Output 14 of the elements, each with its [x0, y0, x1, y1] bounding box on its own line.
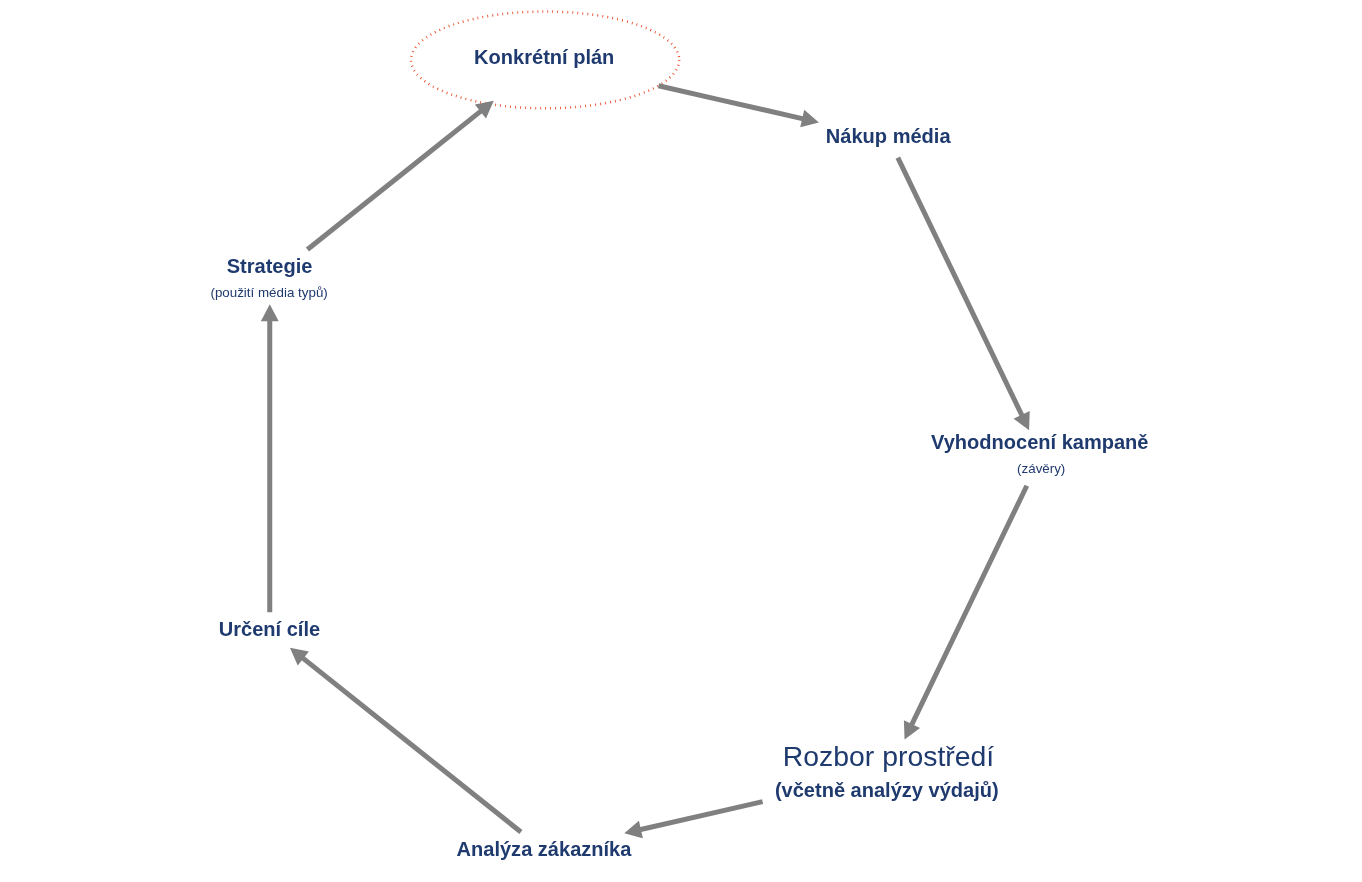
arrow [305, 100, 494, 252]
arrow [895, 156, 1030, 431]
arrow [260, 304, 279, 613]
node-text: Vyhodnocení kampaně (závěry) [931, 431, 1149, 476]
node-text: Nákup média [825, 124, 951, 147]
node-ellipse: Konkrétní plán [409, 10, 681, 110]
arrow [289, 647, 523, 834]
node-text: Strategie (použití média typů) [210, 254, 328, 300]
node-text: Určení cíle [218, 618, 321, 641]
node-text: Analýza zákazníka [456, 837, 632, 860]
arrow [624, 799, 764, 839]
node-text: Rozbor prostředí (včetně analýzy výdajů) [774, 740, 999, 801]
arrow [903, 484, 1030, 740]
arrow [657, 83, 819, 128]
